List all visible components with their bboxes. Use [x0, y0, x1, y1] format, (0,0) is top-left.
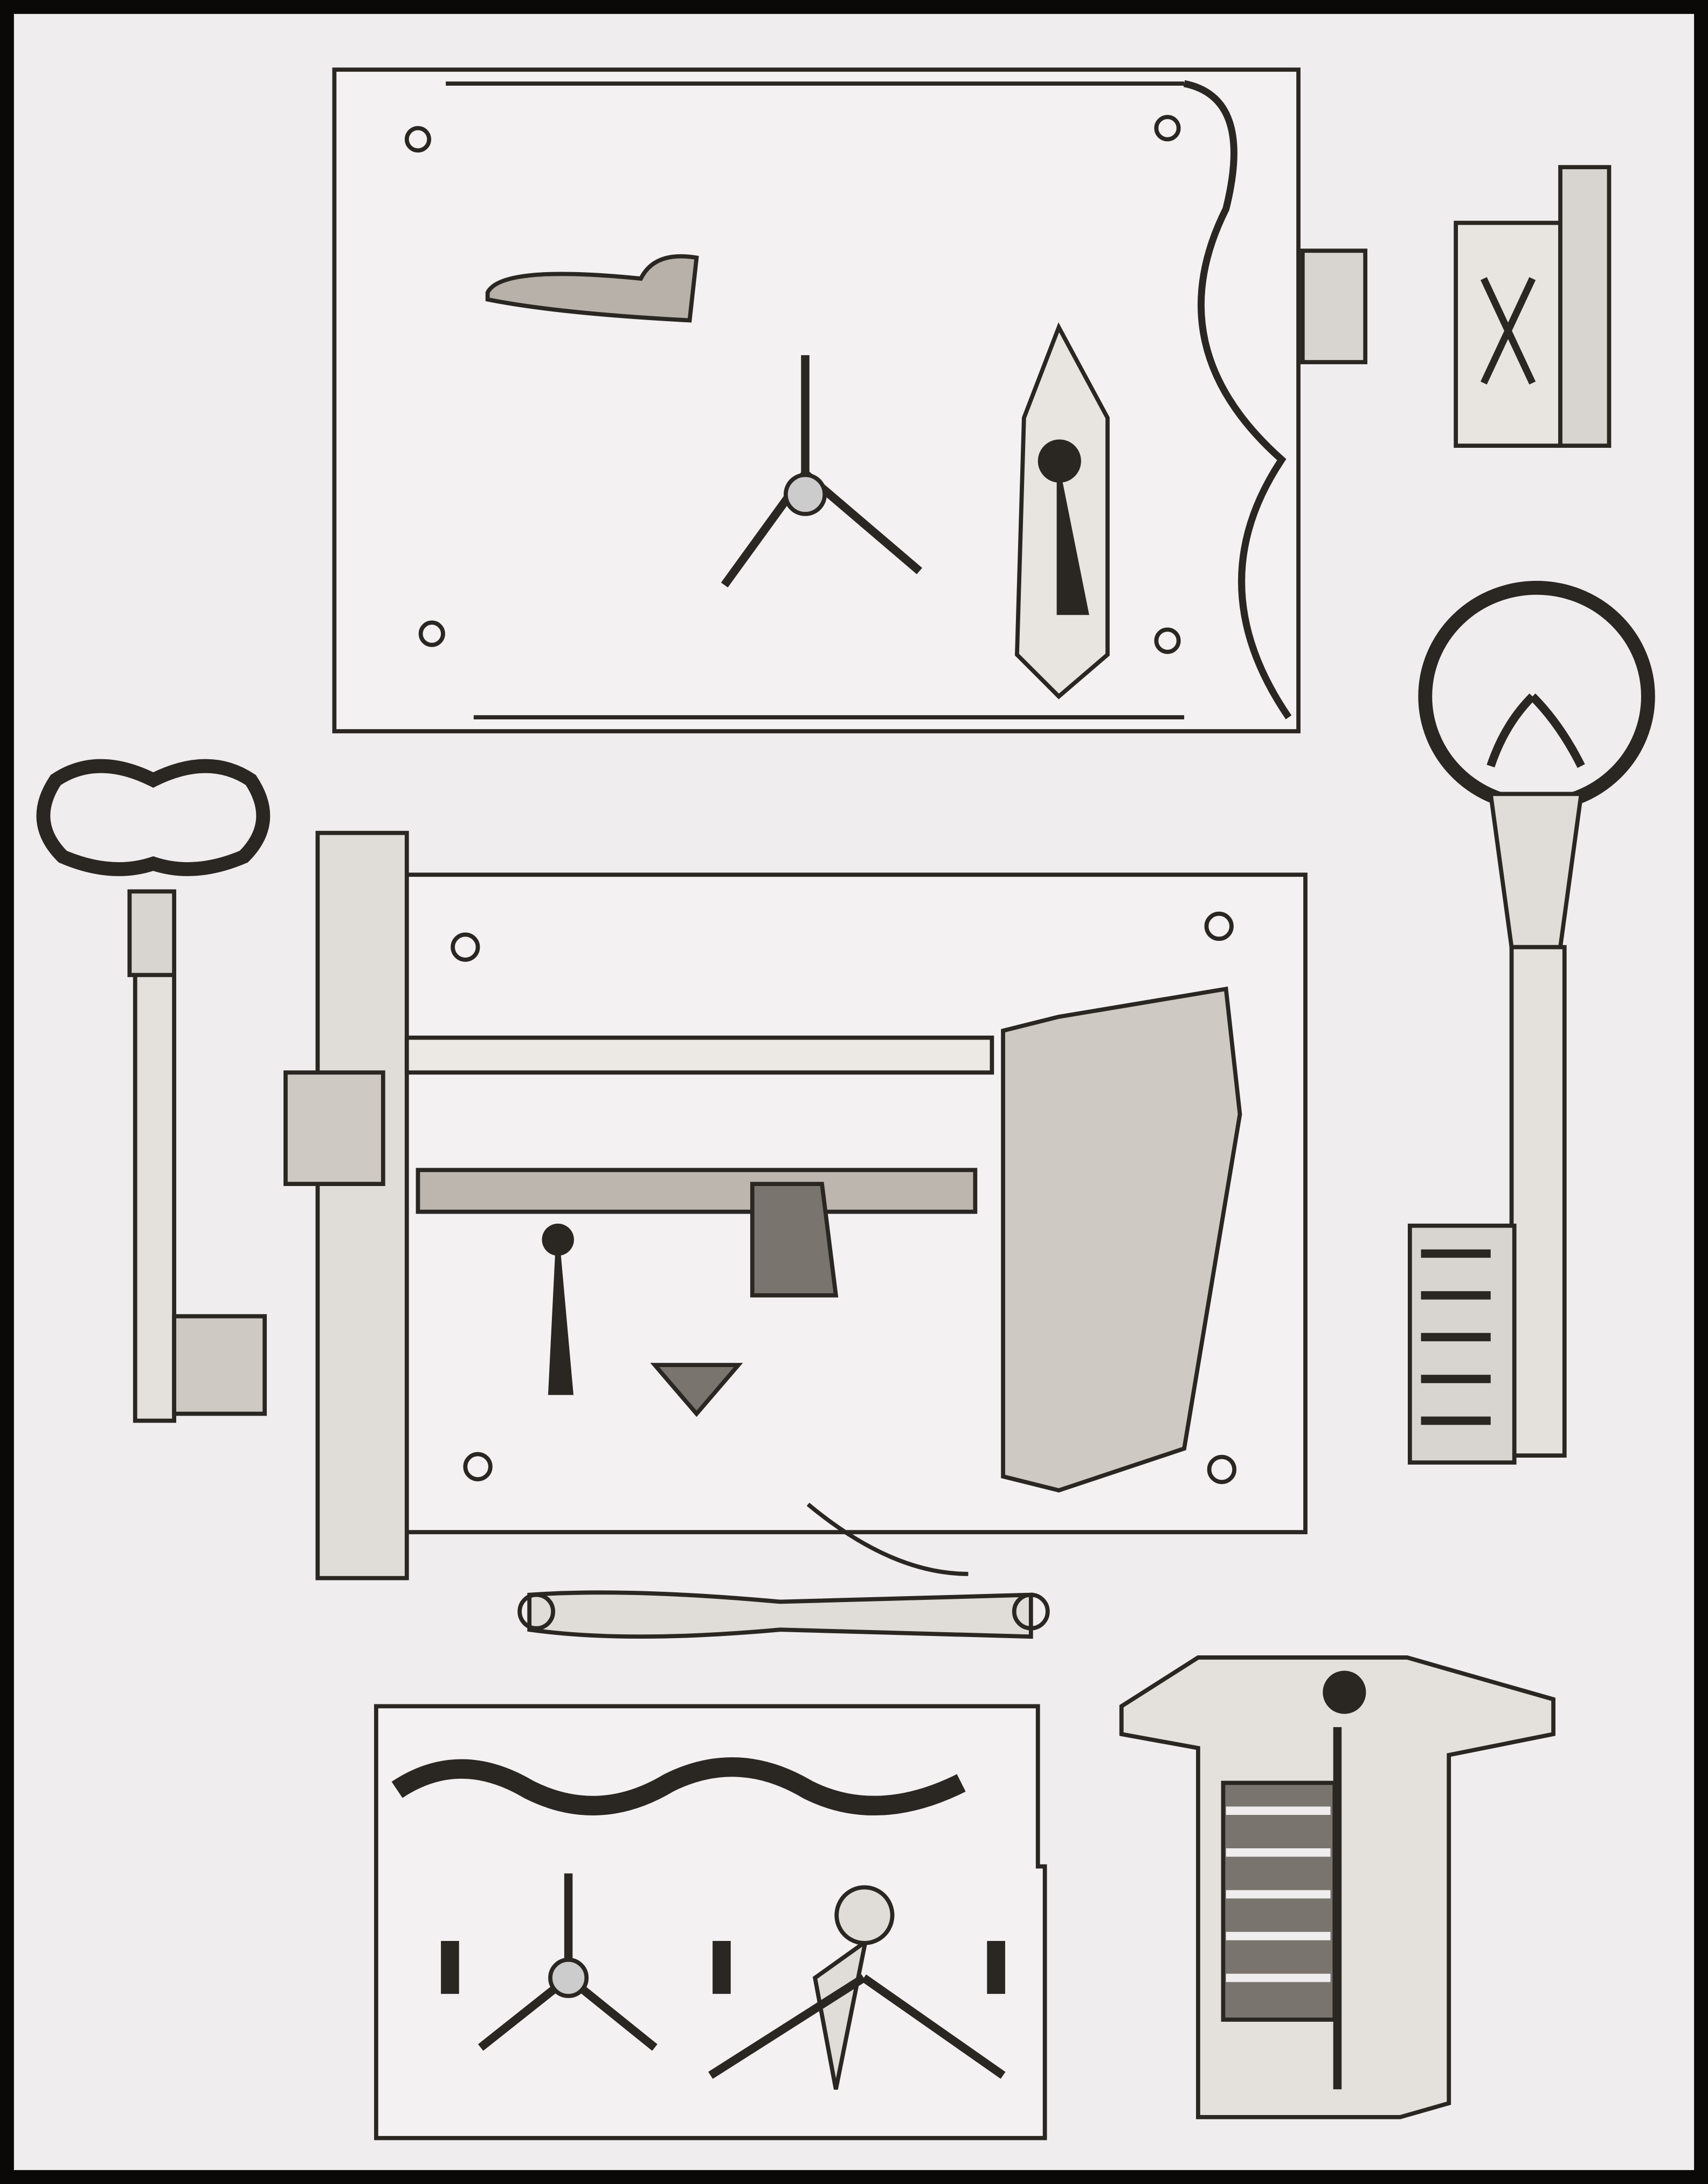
lock-mechanism-middle: [283, 830, 1308, 1580]
lock-plate-bottom: [374, 1704, 1047, 2140]
key-bit-top-right: [1454, 165, 1612, 448]
keyhole-box-bottom-right: [1119, 1655, 1555, 2119]
key-right: [1407, 580, 1655, 1465]
lock-plate-top: [332, 67, 1368, 733]
latch-bar: [517, 1502, 1050, 1639]
key-left: [36, 759, 271, 1423]
